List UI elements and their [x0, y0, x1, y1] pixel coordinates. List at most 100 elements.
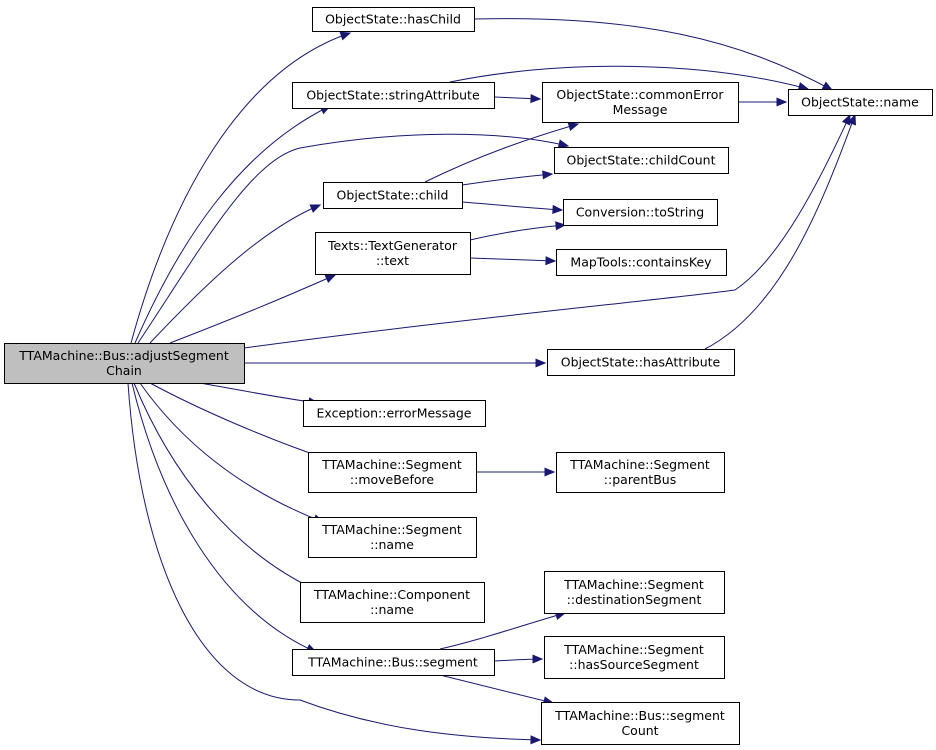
edge-root-to-segCount	[127, 382, 541, 741]
node-label-hasAttribute-0: ObjectState::hasAttribute	[561, 355, 721, 370]
node-label-childCount-0: ObjectState::childCount	[566, 153, 715, 168]
node-box-hasChild	[312, 7, 475, 32]
arrowhead-root-to-segCount	[530, 735, 542, 745]
edge-root-to-segName	[139, 382, 324, 523]
node-label-hasSourceSeg-1: ::hasSourceSegment	[569, 657, 699, 672]
node-label-stringAttribute-0: ObjectState::stringAttribute	[306, 88, 480, 103]
node-moveBefore[interactable]: TTAMachine::Segment::moveBefore	[308, 452, 477, 493]
node-label-errorMessage-0: Exception::errorMessage	[317, 406, 472, 421]
node-errorMessage[interactable]: Exception::errorMessage	[303, 400, 486, 427]
arrowhead-root-to-hasAttribute	[535, 358, 547, 368]
edge-root-to-name	[243, 114, 851, 349]
node-label-parentBus-0: TTAMachine::Segment	[569, 457, 710, 472]
node-label-child-0: ObjectState::child	[337, 188, 449, 203]
edge-hasChild-to-name	[473, 18, 833, 91]
edge-child-to-toString	[461, 201, 563, 211]
arrowhead-stringAttribute-to-commonErrorMessage	[530, 94, 542, 104]
arrowhead-root-to-textGen	[324, 274, 337, 284]
node-name[interactable]: ObjectState::name	[788, 89, 933, 116]
node-label-hasChild-0: ObjectState::hasChild	[325, 12, 461, 27]
node-hasAttribute[interactable]: ObjectState::hasAttribute	[547, 349, 735, 376]
node-label-compName-1: ::name	[370, 602, 414, 617]
node-label-root-0: TTAMachine::Bus::adjustSegment	[18, 348, 229, 363]
node-box-root	[4, 343, 245, 384]
edge-root-to-textGen	[169, 274, 336, 344]
arrowhead-hasChild-to-name	[821, 81, 834, 91]
node-compName[interactable]: TTAMachine::Component::name	[300, 582, 485, 623]
edge-hasAttribute-to-name	[704, 114, 856, 350]
node-child[interactable]: ObjectState::child	[323, 182, 463, 209]
edge-busSegment-to-destSeg	[439, 612, 566, 650]
node-label-commonErrorMessage-0: ObjectState::commonError	[556, 87, 724, 102]
node-box-child	[323, 182, 463, 209]
arrowhead-hasAttribute-to-name	[847, 113, 856, 126]
node-stringAttribute[interactable]: ObjectState::stringAttribute	[292, 82, 495, 109]
edge-root-to-compName	[133, 382, 317, 591]
node-hasSourceSeg[interactable]: TTAMachine::Segment::hasSourceSegment	[544, 636, 725, 679]
node-label-moveBefore-0: TTAMachine::Segment	[321, 457, 462, 472]
arrowhead-root-to-commonErrorMessage	[557, 139, 570, 149]
arrowhead-busSegment-to-hasSourceSeg	[532, 654, 544, 664]
edge-root-to-busSegment	[131, 382, 317, 653]
node-box-toString	[563, 199, 718, 226]
node-box-textGen	[315, 232, 471, 275]
node-toString[interactable]: Conversion::toString	[563, 199, 718, 226]
node-box-errorMessage	[303, 400, 486, 427]
arrowhead-root-to-name	[841, 113, 851, 126]
node-box-commonErrorMessage	[542, 82, 739, 123]
node-busSegment[interactable]: TTAMachine::Bus::segment	[292, 649, 495, 676]
node-box-parentBus	[556, 452, 725, 493]
arrowhead-child-to-toString	[552, 204, 564, 214]
node-box-stringAttribute	[292, 82, 495, 109]
node-childCount[interactable]: ObjectState::childCount	[554, 147, 729, 174]
arrowhead-commonErrorMessage-to-name	[776, 97, 788, 107]
node-box-containsKey	[556, 249, 727, 276]
node-label-compName-0: TTAMachine::Component	[313, 587, 470, 602]
arrowhead-moveBefore-to-parentBus	[544, 467, 556, 477]
node-box-hasSourceSeg	[544, 636, 725, 679]
edge-root-to-child	[149, 204, 321, 344]
node-box-moveBefore	[308, 452, 477, 493]
node-label-segCount-0: TTAMachine::Bus::segment	[554, 708, 725, 723]
node-box-name	[788, 89, 933, 116]
arrowhead-root-to-child	[309, 204, 322, 213]
edge-root-to-stringAttribute	[134, 105, 331, 344]
edge-textGen-to-containsKey	[469, 257, 556, 262]
node-label-parentBus-1: ::parentBus	[604, 472, 676, 487]
node-label-toString-0: Conversion::toString	[576, 205, 704, 220]
node-hasChild[interactable]: ObjectState::hasChild	[312, 7, 475, 32]
node-box-busSegment	[292, 649, 495, 676]
node-segName[interactable]: TTAMachine::Segment::name	[308, 517, 477, 558]
edge-child-to-commonErrorMessage	[424, 123, 579, 183]
edge-root-to-errorMessage	[199, 382, 319, 404]
node-box-compName	[300, 582, 485, 623]
node-destSeg[interactable]: TTAMachine::Segment::destinationSegment	[544, 571, 725, 614]
node-label-hasSourceSeg-0: TTAMachine::Segment	[563, 642, 704, 657]
node-label-moveBefore-1: ::moveBefore	[350, 472, 435, 487]
node-label-textGen-1: ::text	[376, 253, 409, 268]
node-parentBus[interactable]: TTAMachine::Segment::parentBus	[556, 452, 725, 493]
edge-child-to-childCount	[461, 173, 553, 186]
node-box-destSeg	[544, 571, 725, 614]
edge-busSegment-to-segCount	[439, 674, 554, 704]
node-box-hasAttribute	[547, 349, 735, 376]
edge-stringAttribute-to-name	[449, 65, 809, 90]
node-label-segName-1: ::name	[370, 537, 414, 552]
node-label-segCount-1: Count	[621, 723, 658, 738]
node-textGen[interactable]: Texts::TextGenerator::text	[315, 232, 471, 275]
edge-root-to-commonErrorMessage	[137, 133, 569, 344]
arrowhead-root-to-hasChild	[339, 31, 352, 41]
node-label-root-1: Chain	[106, 363, 142, 378]
arrowhead-textGen-to-containsKey	[545, 256, 557, 266]
node-label-segName-0: TTAMachine::Segment	[321, 522, 462, 537]
node-label-textGen-0: Texts::TextGenerator	[327, 238, 458, 253]
node-label-containsKey-0: MapTools::containsKey	[570, 255, 712, 270]
node-label-busSegment-0: TTAMachine::Bus::segment	[307, 655, 478, 670]
arrowhead-textGen-to-toString	[555, 221, 567, 231]
node-containsKey[interactable]: MapTools::containsKey	[556, 249, 727, 276]
edge-root-to-moveBefore	[149, 382, 331, 461]
